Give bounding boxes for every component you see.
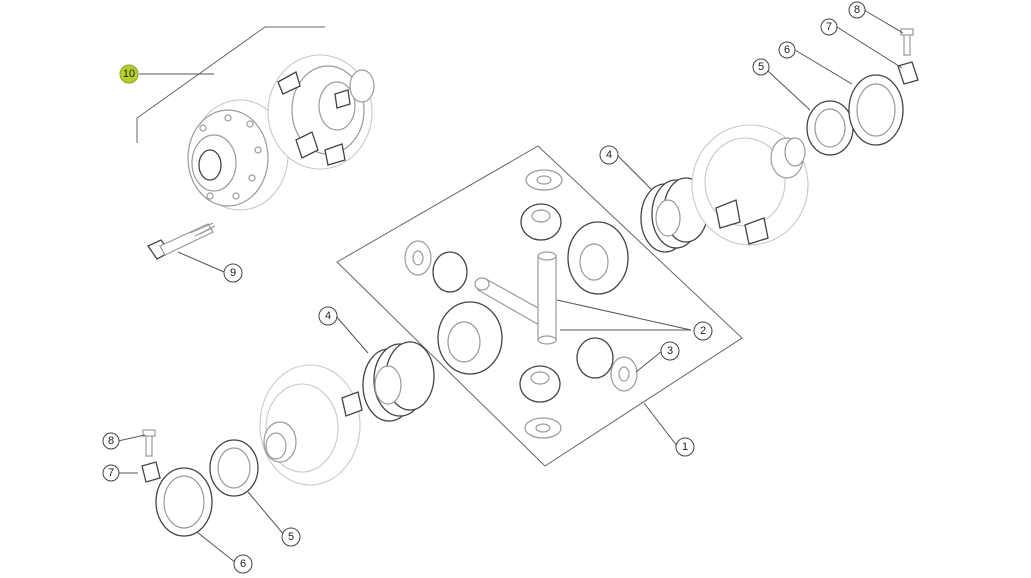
leader-lines	[117, 9, 904, 564]
bearing-ring-right-illustration	[848, 74, 904, 146]
svg-text:4: 4	[325, 310, 331, 322]
item-1-kit-frame	[336, 145, 743, 467]
callout-9[interactable]: 9	[223, 263, 243, 283]
clutch-pack-lower-illustration	[362, 341, 435, 422]
callouts: 10 9 8 7 6 5 4 2 3 1 4 8	[102, 1, 866, 574]
seal-right-illustration	[806, 100, 854, 156]
svg-text:6: 6	[784, 44, 790, 56]
callout-10[interactable]: 10	[119, 64, 139, 84]
callout-7-left[interactable]: 7	[102, 464, 120, 482]
callout-1[interactable]: 1	[675, 437, 695, 457]
svg-text:3: 3	[667, 345, 673, 357]
bolt-illustration	[147, 222, 216, 260]
bearing-ring-left-illustration	[155, 467, 213, 537]
clip-left-illustration	[141, 429, 161, 483]
svg-text:9: 9	[230, 267, 236, 279]
svg-text:7: 7	[108, 467, 114, 479]
callout-4-lower[interactable]: 4	[318, 306, 338, 326]
callout-4-upper[interactable]: 4	[599, 145, 619, 165]
svg-text:4: 4	[606, 149, 612, 161]
callout-5-left[interactable]: 5	[281, 527, 301, 547]
svg-text:10: 10	[123, 68, 135, 80]
svg-text:7: 7	[826, 21, 832, 33]
callout-7-right[interactable]: 7	[820, 18, 838, 36]
callout-8-left[interactable]: 8	[102, 432, 120, 450]
differential-assembly-illustration	[136, 26, 375, 211]
differential-gears-illustration	[404, 169, 638, 439]
svg-text:8: 8	[108, 435, 114, 447]
callout-5-right[interactable]: 5	[752, 58, 770, 76]
svg-text:6: 6	[240, 558, 246, 570]
callout-8-right[interactable]: 8	[848, 1, 866, 19]
svg-text:5: 5	[758, 61, 764, 73]
callout-6-right[interactable]: 6	[778, 41, 796, 59]
svg-text:2: 2	[700, 325, 706, 337]
svg-text:8: 8	[854, 4, 860, 16]
clip-right-illustration	[897, 28, 919, 85]
callout-2[interactable]: 2	[693, 321, 713, 341]
clutch-pack-upper-illustration	[640, 177, 709, 253]
housing-left-illustration	[259, 364, 363, 486]
housing-right-illustration	[691, 124, 809, 246]
seal-left-illustration	[209, 439, 259, 497]
callout-3[interactable]: 3	[660, 341, 680, 361]
svg-text:5: 5	[288, 531, 294, 543]
svg-text:1: 1	[682, 441, 688, 453]
callout-6-left[interactable]: 6	[233, 554, 253, 574]
